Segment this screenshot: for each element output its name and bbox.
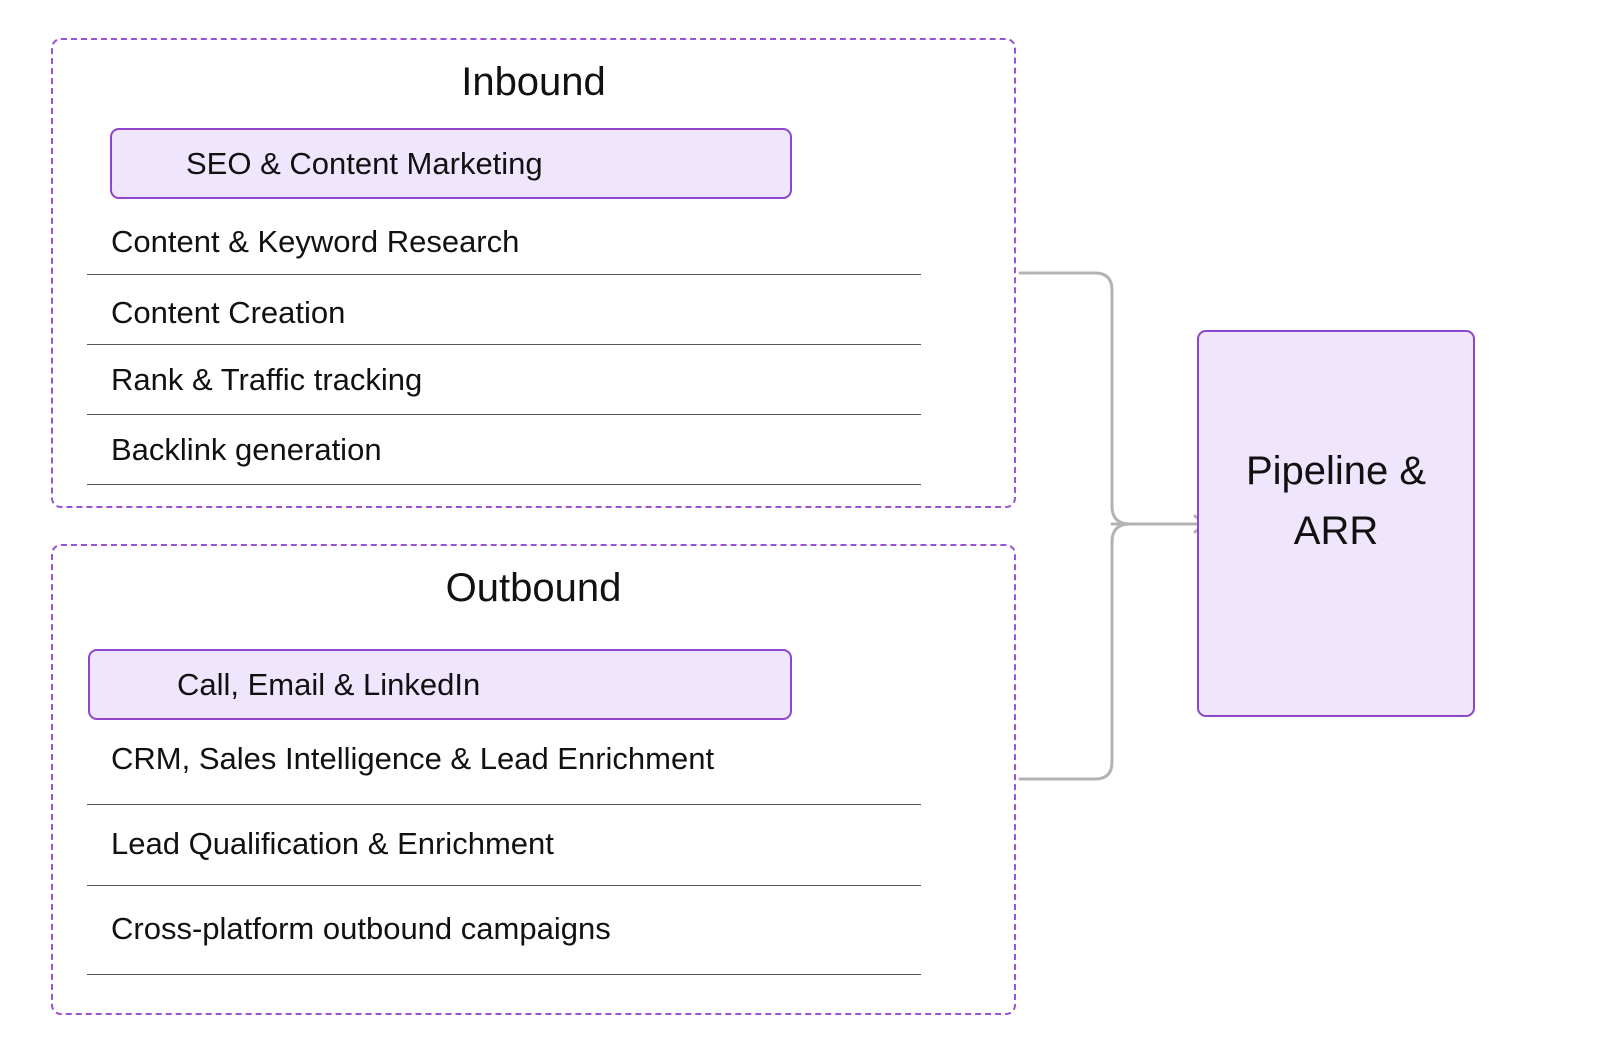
outbound-item: Cross-platform outbound campaigns [111, 911, 611, 946]
divider [87, 344, 921, 345]
outbound-item: CRM, Sales Intelligence & Lead Enrichmen… [111, 741, 715, 776]
pipeline-arr-box: Pipeline & ARR [1197, 330, 1475, 717]
bracket-line [1018, 271, 1132, 781]
outbound-item: Lead Qualification & Enrichment [111, 826, 554, 861]
pipeline-arr-label: Pipeline & ARR [1245, 448, 1427, 553]
inbound-item: Content & Keyword Research [111, 224, 520, 259]
outbound-group: Outbound Call, Email & LinkedIn CRM, Sal… [51, 544, 1016, 1015]
divider [87, 804, 921, 805]
inbound-highlight: SEO & Content Marketing [110, 128, 792, 199]
inbound-item: Content Creation [111, 295, 346, 330]
divider [87, 974, 921, 975]
inbound-group: Inbound SEO & Content Marketing Content … [51, 38, 1016, 508]
divider [87, 274, 921, 275]
divider [87, 484, 921, 485]
outbound-title: Outbound [445, 566, 622, 610]
inbound-item: Rank & Traffic tracking [111, 362, 423, 397]
outbound-highlight: Call, Email & LinkedIn [88, 649, 792, 720]
divider [87, 414, 921, 415]
inbound-item: Backlink generation [111, 432, 382, 467]
divider [87, 885, 921, 886]
inbound-title: Inbound [461, 60, 606, 104]
